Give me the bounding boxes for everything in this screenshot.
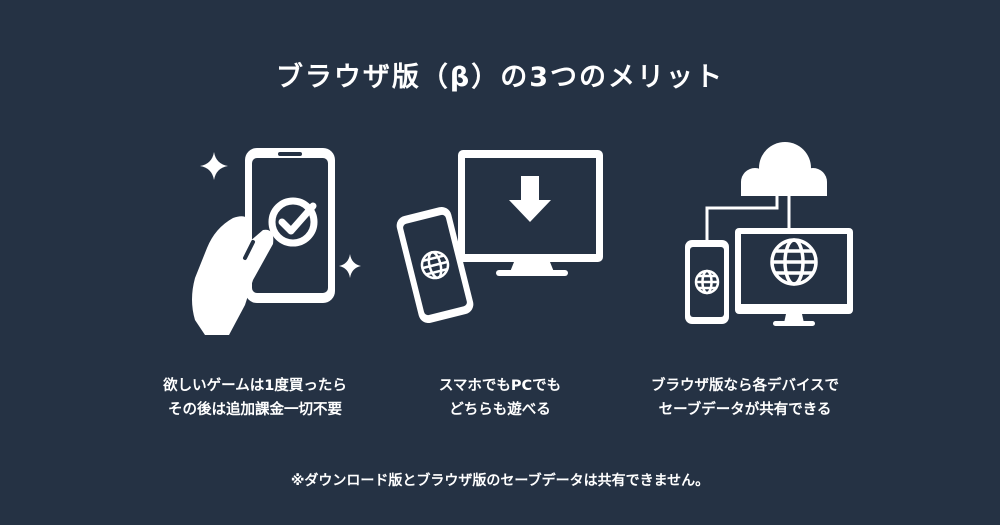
caption-line: ブラウザ版なら各デバイスで: [650, 378, 840, 394]
caption-line: 欲しいゲームは1度買ったら: [163, 378, 347, 394]
caption-line: どちらも遊べる: [449, 402, 551, 418]
caption-line: スマホでもPCでも: [438, 378, 562, 394]
feature-caption: スマホでもPCでも どちらも遊べる: [360, 374, 640, 422]
globe-icon: [694, 269, 720, 295]
check-circle-icon: [268, 197, 318, 247]
feature-caption: 欲しいゲームは1度買ったら その後は追加課金一切不要: [115, 374, 395, 422]
sparkle-icon: [200, 152, 228, 180]
smartphone-pc-download-icon: [396, 150, 603, 324]
page-title: ブラウザ版（β）の3つのメリット: [275, 62, 725, 93]
caption-line: その後は追加課金一切不要: [168, 402, 342, 418]
footnote: ※ダウンロード版とブラウザ版のセーブデータは共有できません。: [290, 473, 710, 489]
download-arrow-icon: [509, 176, 551, 222]
globe-icon: [770, 238, 818, 286]
cloud-sync-devices-icon: [685, 142, 853, 326]
feature-caption: ブラウザ版なら各デバイスで セーブデータが共有できる: [605, 374, 885, 422]
sparkle-icon: [339, 254, 361, 278]
cloud-icon: [741, 142, 827, 196]
caption-line: セーブデータが共有できる: [658, 402, 832, 418]
globe-icon: [420, 250, 450, 280]
hand-smartphone-check-icon: [192, 148, 361, 335]
